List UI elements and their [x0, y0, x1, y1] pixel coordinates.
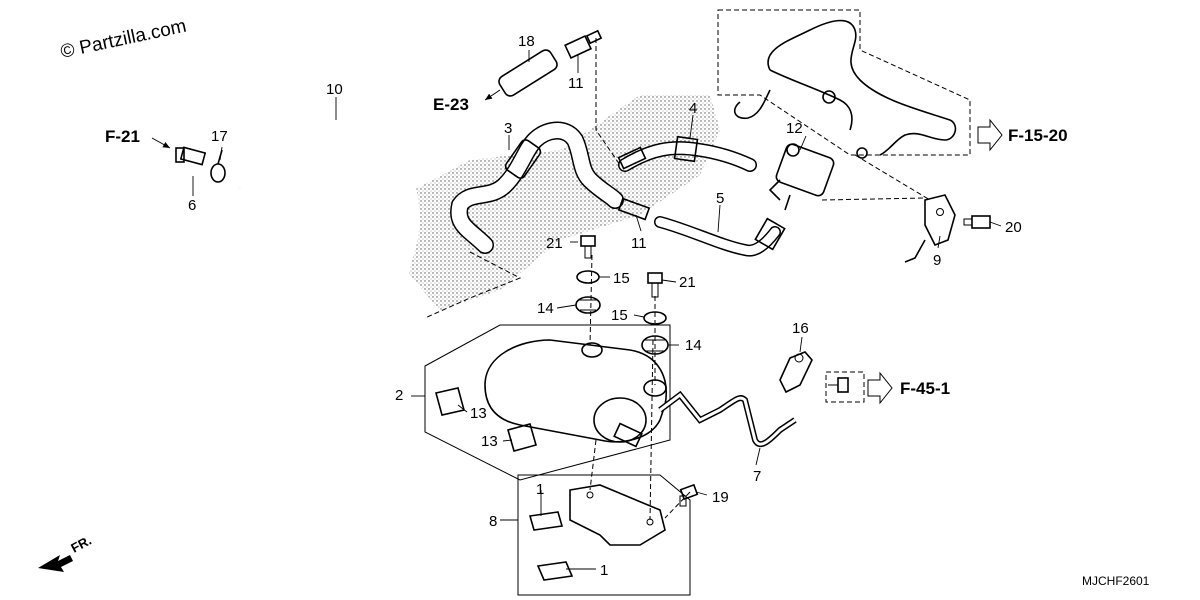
- mount-14-a: [575, 296, 601, 314]
- bracket-assembly: [717, 9, 971, 159]
- callout-14-a: 14: [537, 300, 554, 317]
- callout-11-mid: 11: [631, 235, 647, 252]
- watermark: © Partzilla.com: [59, 16, 189, 63]
- callout-1-b: 1: [600, 562, 608, 579]
- washer-15-a: [576, 270, 600, 284]
- callout-12: 12: [786, 120, 803, 137]
- ref-f45-1[interactable]: F-45-1: [900, 379, 950, 398]
- joint-11-mid: [617, 197, 651, 221]
- callout-6: 6: [188, 197, 196, 214]
- callout-3: 3: [504, 120, 512, 137]
- pad-13-b: [507, 423, 537, 452]
- ref-e23[interactable]: E-23: [433, 95, 469, 114]
- callout-20: 20: [1005, 219, 1022, 236]
- clip-17: [210, 149, 226, 183]
- callout-10: 10: [326, 81, 343, 98]
- ref-f15-20[interactable]: F-15-20: [1008, 126, 1068, 145]
- bolt-21-b: [647, 272, 663, 298]
- callout-4: 4: [689, 100, 697, 117]
- fitting-6: [175, 146, 207, 166]
- bolt-19: [679, 483, 699, 507]
- callout-5: 5: [716, 190, 724, 207]
- tube-7: [658, 390, 797, 448]
- ref-arrow-f21: [151, 137, 171, 149]
- stay-region: [517, 474, 691, 596]
- callout-18: 18: [518, 33, 535, 50]
- leader-lines: [192, 50, 1002, 570]
- callout-15-b: 15: [611, 307, 628, 324]
- ref-arrow-f15-20[interactable]: [977, 118, 1003, 152]
- bracket-9: [904, 194, 956, 263]
- callout-14-b: 14: [685, 337, 702, 354]
- ref-arrow-f45-1[interactable]: [867, 371, 893, 405]
- hose-10: [239, 116, 427, 320]
- purge-valve-12: [768, 143, 835, 211]
- fr-label: FR.: [68, 533, 94, 556]
- diagram-code: MJCHF2601: [1082, 574, 1150, 588]
- callout-17: 17: [211, 128, 228, 145]
- callout-19: 19: [712, 489, 729, 506]
- hose-5: [654, 216, 786, 257]
- callout-13-b: 13: [481, 433, 498, 450]
- connector-lines: [424, 38, 931, 521]
- pad-1-b: [536, 561, 574, 581]
- callout-1-a: 1: [536, 481, 544, 498]
- callout-15-a: 15: [613, 270, 630, 287]
- hose-3: [450, 121, 624, 254]
- callout-7: 7: [753, 468, 761, 485]
- callout-2: 2: [395, 387, 403, 404]
- ref-f21[interactable]: F-21: [105, 127, 140, 146]
- ref-arrow-e23: [484, 89, 501, 101]
- callout-16: 16: [792, 320, 809, 337]
- hose-18: [498, 49, 558, 97]
- canister-region: [424, 324, 671, 481]
- hose-4: [618, 135, 757, 172]
- callout-8: 8: [489, 513, 497, 530]
- canister-2: [484, 339, 667, 448]
- callout-21-a: 21: [546, 235, 563, 252]
- joint-11-top: [564, 29, 603, 60]
- bolt-16-screw: [828, 377, 849, 393]
- bolt-21-a: [580, 235, 596, 259]
- bolt-20: [963, 215, 991, 229]
- callout-13-a: 13: [470, 405, 487, 422]
- callout-21-b: 21: [679, 274, 696, 291]
- callout-9: 9: [933, 252, 941, 269]
- clamp-16: [779, 351, 813, 394]
- pad-13-a: [435, 387, 465, 416]
- joint-4-end: [617, 146, 647, 170]
- fr-arrow: [38, 555, 73, 572]
- callout-11-top: 11: [568, 75, 584, 92]
- pad-1-a: [528, 511, 564, 531]
- bolt-region-16: [825, 371, 865, 403]
